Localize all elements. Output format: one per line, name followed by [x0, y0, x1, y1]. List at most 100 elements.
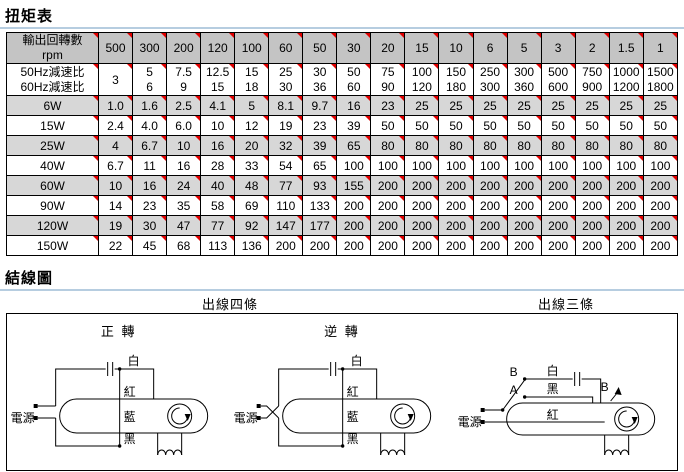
ratio-50hz-value: 50 — [347, 64, 361, 79]
torque-value-cell: 65 — [336, 135, 372, 156]
torque-value-cell: 92 — [234, 215, 270, 236]
torque-value-cell: 200 — [574, 235, 610, 256]
motor-body — [505, 402, 655, 436]
torque-value-cell: 200 — [642, 235, 679, 256]
rpm-header-cell: 300 — [132, 32, 168, 64]
power-label: 電源 — [234, 411, 258, 425]
torque-value-cell: 50 — [506, 115, 542, 136]
ratio-50hz-value: 150 — [445, 64, 466, 79]
wiring-section-title: 結線圖 — [5, 270, 54, 287]
torque-value-cell: 100 — [540, 155, 576, 176]
rpm-header-cell: 1.5 — [608, 32, 644, 64]
torque-value-cell: 25 — [472, 95, 508, 116]
torque-value-cell: 19 — [268, 115, 304, 136]
torque-value-cell: 80 — [540, 135, 576, 156]
torque-value-cell: 4.1 — [200, 95, 236, 116]
torque-value-cell: 50 — [642, 115, 679, 136]
coil-icon — [380, 433, 406, 456]
torque-value-cell: 50 — [438, 115, 474, 136]
rpm-header-cell: 3 — [540, 32, 576, 64]
red-wire-label: 紅 — [546, 408, 558, 422]
torque-value-cell: 20 — [234, 135, 270, 156]
ratio-50hz-value: 1500 — [647, 64, 674, 79]
ratio-60hz-value: 36 — [313, 79, 327, 94]
torque-value-cell: 200 — [608, 195, 644, 216]
power-rating-cell: 40W — [6, 155, 99, 176]
torque-value-cell: 200 — [472, 175, 508, 196]
rpm-header-cell: 200 — [166, 32, 202, 64]
torque-value-cell: 200 — [472, 195, 508, 216]
reverse-wiring-diagram: 電源 白 紅 藍 黑 — [234, 353, 432, 456]
rpm-unit-label: rpm — [42, 48, 63, 62]
ratio-60hz-value: 9 — [180, 79, 187, 94]
torque-section-title: 扭矩表 — [5, 8, 54, 25]
wiring-section-header: 結線圖 — [0, 264, 684, 291]
torque-value-cell: 80 — [608, 135, 644, 156]
rotation-arrowhead-icon — [631, 417, 638, 424]
torque-value-cell: 200 — [336, 235, 372, 256]
torque-value-cell: 77 — [268, 175, 304, 196]
ratio-60hz-value: 1200 — [612, 79, 640, 94]
torque-value-cell: 200 — [336, 215, 372, 236]
red-wire-label: 紅 — [347, 385, 359, 399]
torque-value-cell: 100 — [438, 155, 474, 176]
torque-value-cell: 35 — [166, 195, 202, 216]
ratio-50hz-value: 100 — [411, 64, 432, 79]
torque-value-cell: 68 — [166, 235, 202, 256]
red-wire-label: 紅 — [124, 385, 136, 399]
black-wire-label: 黑 — [347, 432, 359, 446]
switch-pos-b2-label: B — [600, 380, 608, 394]
torque-value-cell: 200 — [268, 235, 304, 256]
torque-value-cell: 200 — [608, 235, 644, 256]
torque-value-cell: 100 — [336, 155, 372, 176]
rotation-arrow — [171, 407, 189, 425]
torque-value-cell: 80 — [642, 135, 679, 156]
ratio-50hz-value: 250 — [480, 64, 501, 79]
white-wire-label: 白 — [546, 363, 558, 378]
forward-rotation-title: 正 轉 — [100, 324, 137, 339]
wiring-headings: 出線四條 出線三條 — [6, 294, 678, 313]
torque-value-cell: 200 — [574, 175, 610, 196]
torque-value-cell: 6.0 — [166, 115, 202, 136]
output-speed-label: 輸出回轉數 — [22, 33, 83, 48]
motor-circle — [390, 403, 416, 429]
ratio-60hz-value: 360 — [514, 79, 535, 94]
ratio-60hz-value: 18 — [245, 79, 259, 94]
wires — [484, 378, 619, 423]
ratio-50hz-value: 300 — [514, 64, 535, 79]
torque-value-cell: 200 — [438, 215, 474, 236]
torque-value-cell: 23 — [302, 115, 338, 136]
torque-value-cell: 5 — [234, 95, 270, 116]
torque-value-cell: 200 — [438, 195, 474, 216]
power-rating-cell: 15W — [6, 115, 99, 136]
torque-value-cell: 200 — [370, 215, 406, 236]
torque-value-cell: 200 — [506, 195, 542, 216]
torque-value-cell: 200 — [438, 235, 474, 256]
torque-value-cell: 80 — [506, 135, 542, 156]
white-wire-label: 白 — [351, 353, 363, 368]
torque-value-cell: 11 — [132, 155, 168, 176]
torque-value-cell: 200 — [540, 215, 576, 236]
torque-value-cell: 16 — [200, 135, 236, 156]
torque-value-cell: 200 — [302, 235, 338, 256]
torque-value-cell: 200 — [438, 175, 474, 196]
torque-value-cell: 4.0 — [132, 115, 168, 136]
ratio-50hz-value: 1000 — [612, 64, 640, 79]
torque-value-cell: 8.1 — [268, 95, 304, 116]
torque-value-cell: 136 — [234, 235, 270, 256]
three-wire-diagram: 電源 B 白 A 黑 B 紅 — [457, 363, 655, 456]
